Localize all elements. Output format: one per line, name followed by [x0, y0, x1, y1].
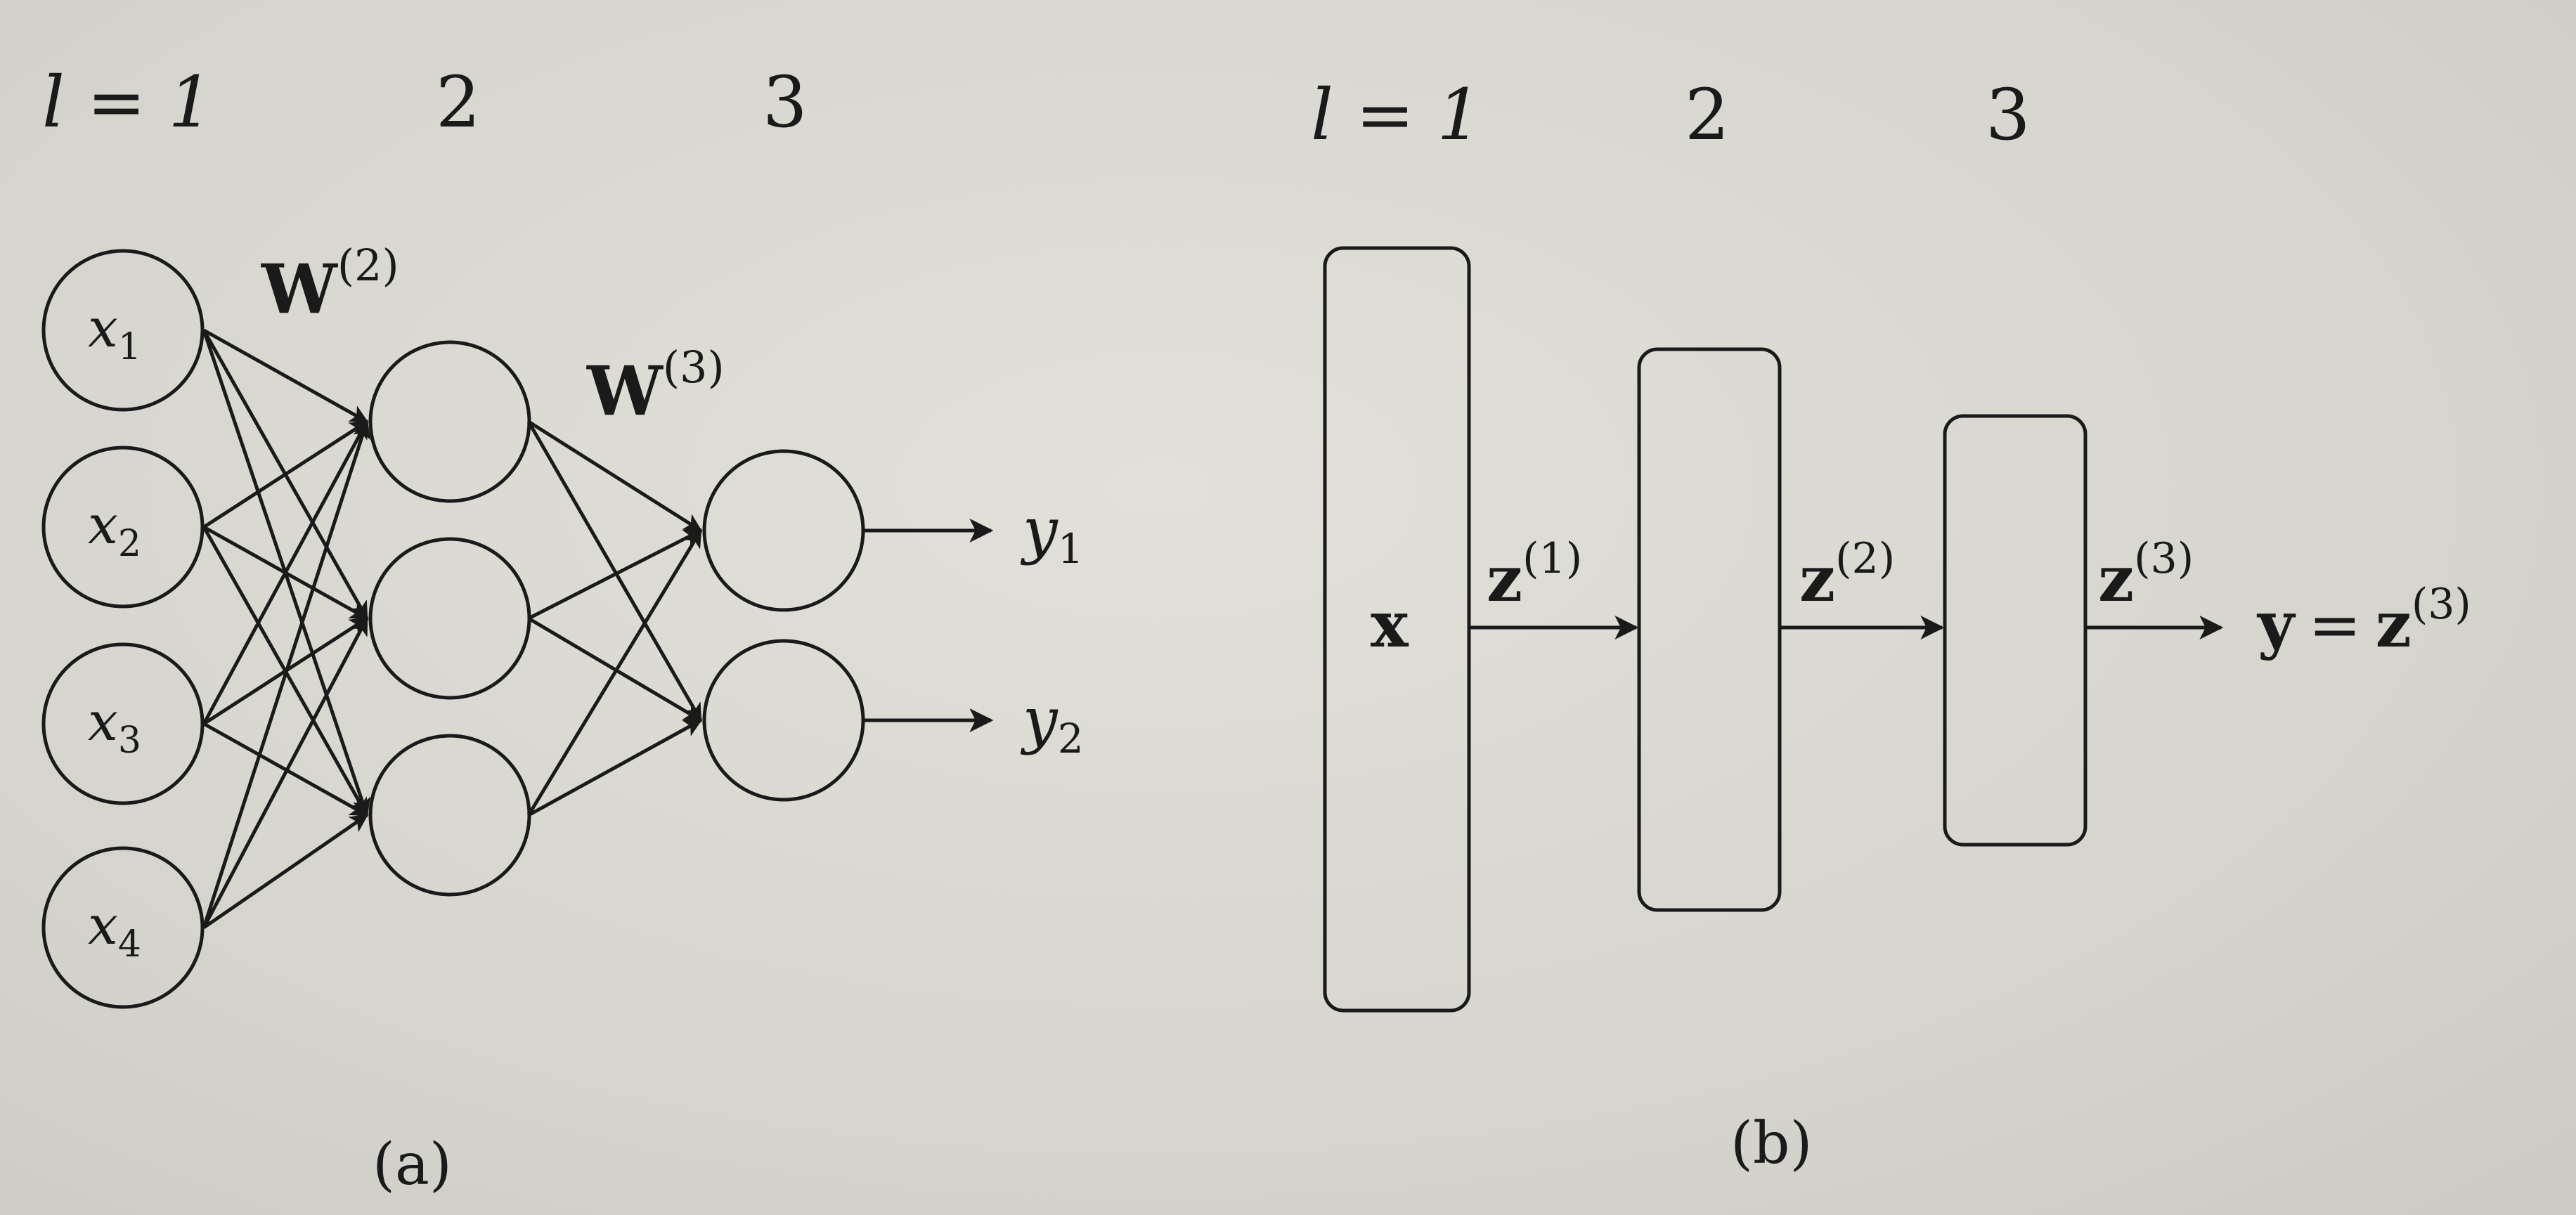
edge [202, 420, 371, 928]
input-label-1: x1 [88, 297, 141, 368]
arrow-label-z2: z(2) [1799, 534, 1895, 616]
input-label-2: x2 [88, 493, 141, 565]
connections-layer-1-2 [202, 328, 371, 930]
hidden-node-1 [368, 340, 531, 503]
hidden-node-3 [368, 734, 531, 897]
layer-label-b-3: 3 [1986, 74, 2031, 156]
input-node-2 [41, 446, 205, 609]
edge [526, 420, 703, 722]
edge [202, 813, 369, 930]
layer-label-a-3: 3 [763, 61, 808, 143]
layer-label-b-1: l = 1 [1311, 74, 1482, 156]
input-vector-label: x [1371, 587, 1409, 662]
edge [527, 420, 703, 533]
input-node-1 [41, 249, 205, 412]
input-node-4 [41, 846, 205, 1009]
connections-layer-2-3 [526, 420, 703, 817]
output-label-1: y1 [1020, 494, 1084, 573]
caption-b: (b) [1730, 1110, 1812, 1177]
layer-label-b-2: 2 [1685, 74, 1730, 156]
edge [527, 616, 703, 722]
input-label-3: x3 [88, 690, 141, 762]
output-label-2: y2 [1020, 684, 1084, 762]
layer-box-3 [1943, 414, 2088, 847]
layer-label-a-1: l = 1 [42, 61, 213, 143]
edge [527, 718, 703, 817]
diagram-b: l = 1 2 3 x z(1) z(2) z(3) y=z(3) (b) [1311, 74, 2471, 1177]
output-node-2 [702, 639, 865, 802]
weight-label-3: W(3) [586, 342, 725, 431]
hidden-node-2 [368, 537, 531, 700]
layer-label-a-2: 2 [436, 61, 481, 143]
edge [202, 616, 369, 929]
output-vector-label: y=z(3) [2256, 580, 2471, 662]
diagram-a: l = 1 2 3 [41, 61, 1084, 1198]
edge [526, 528, 703, 817]
input-label-4: x4 [88, 894, 141, 966]
hidden-layer [368, 340, 531, 897]
weight-label-2: W(2) [261, 240, 399, 329]
input-layer [41, 249, 205, 1009]
edge [527, 528, 703, 621]
edge [202, 420, 369, 529]
input-node-3 [41, 642, 205, 805]
output-layer [702, 449, 865, 802]
caption-a: (a) [373, 1131, 452, 1198]
layer-box-2 [1637, 347, 1782, 912]
layer-box-1 [1323, 246, 1471, 1013]
arrow-label-z3: z(3) [2098, 534, 2194, 616]
arrow-label-z1: z(1) [1487, 534, 1582, 616]
edge [202, 328, 369, 424]
edge [202, 420, 369, 725]
output-node-1 [702, 449, 865, 612]
